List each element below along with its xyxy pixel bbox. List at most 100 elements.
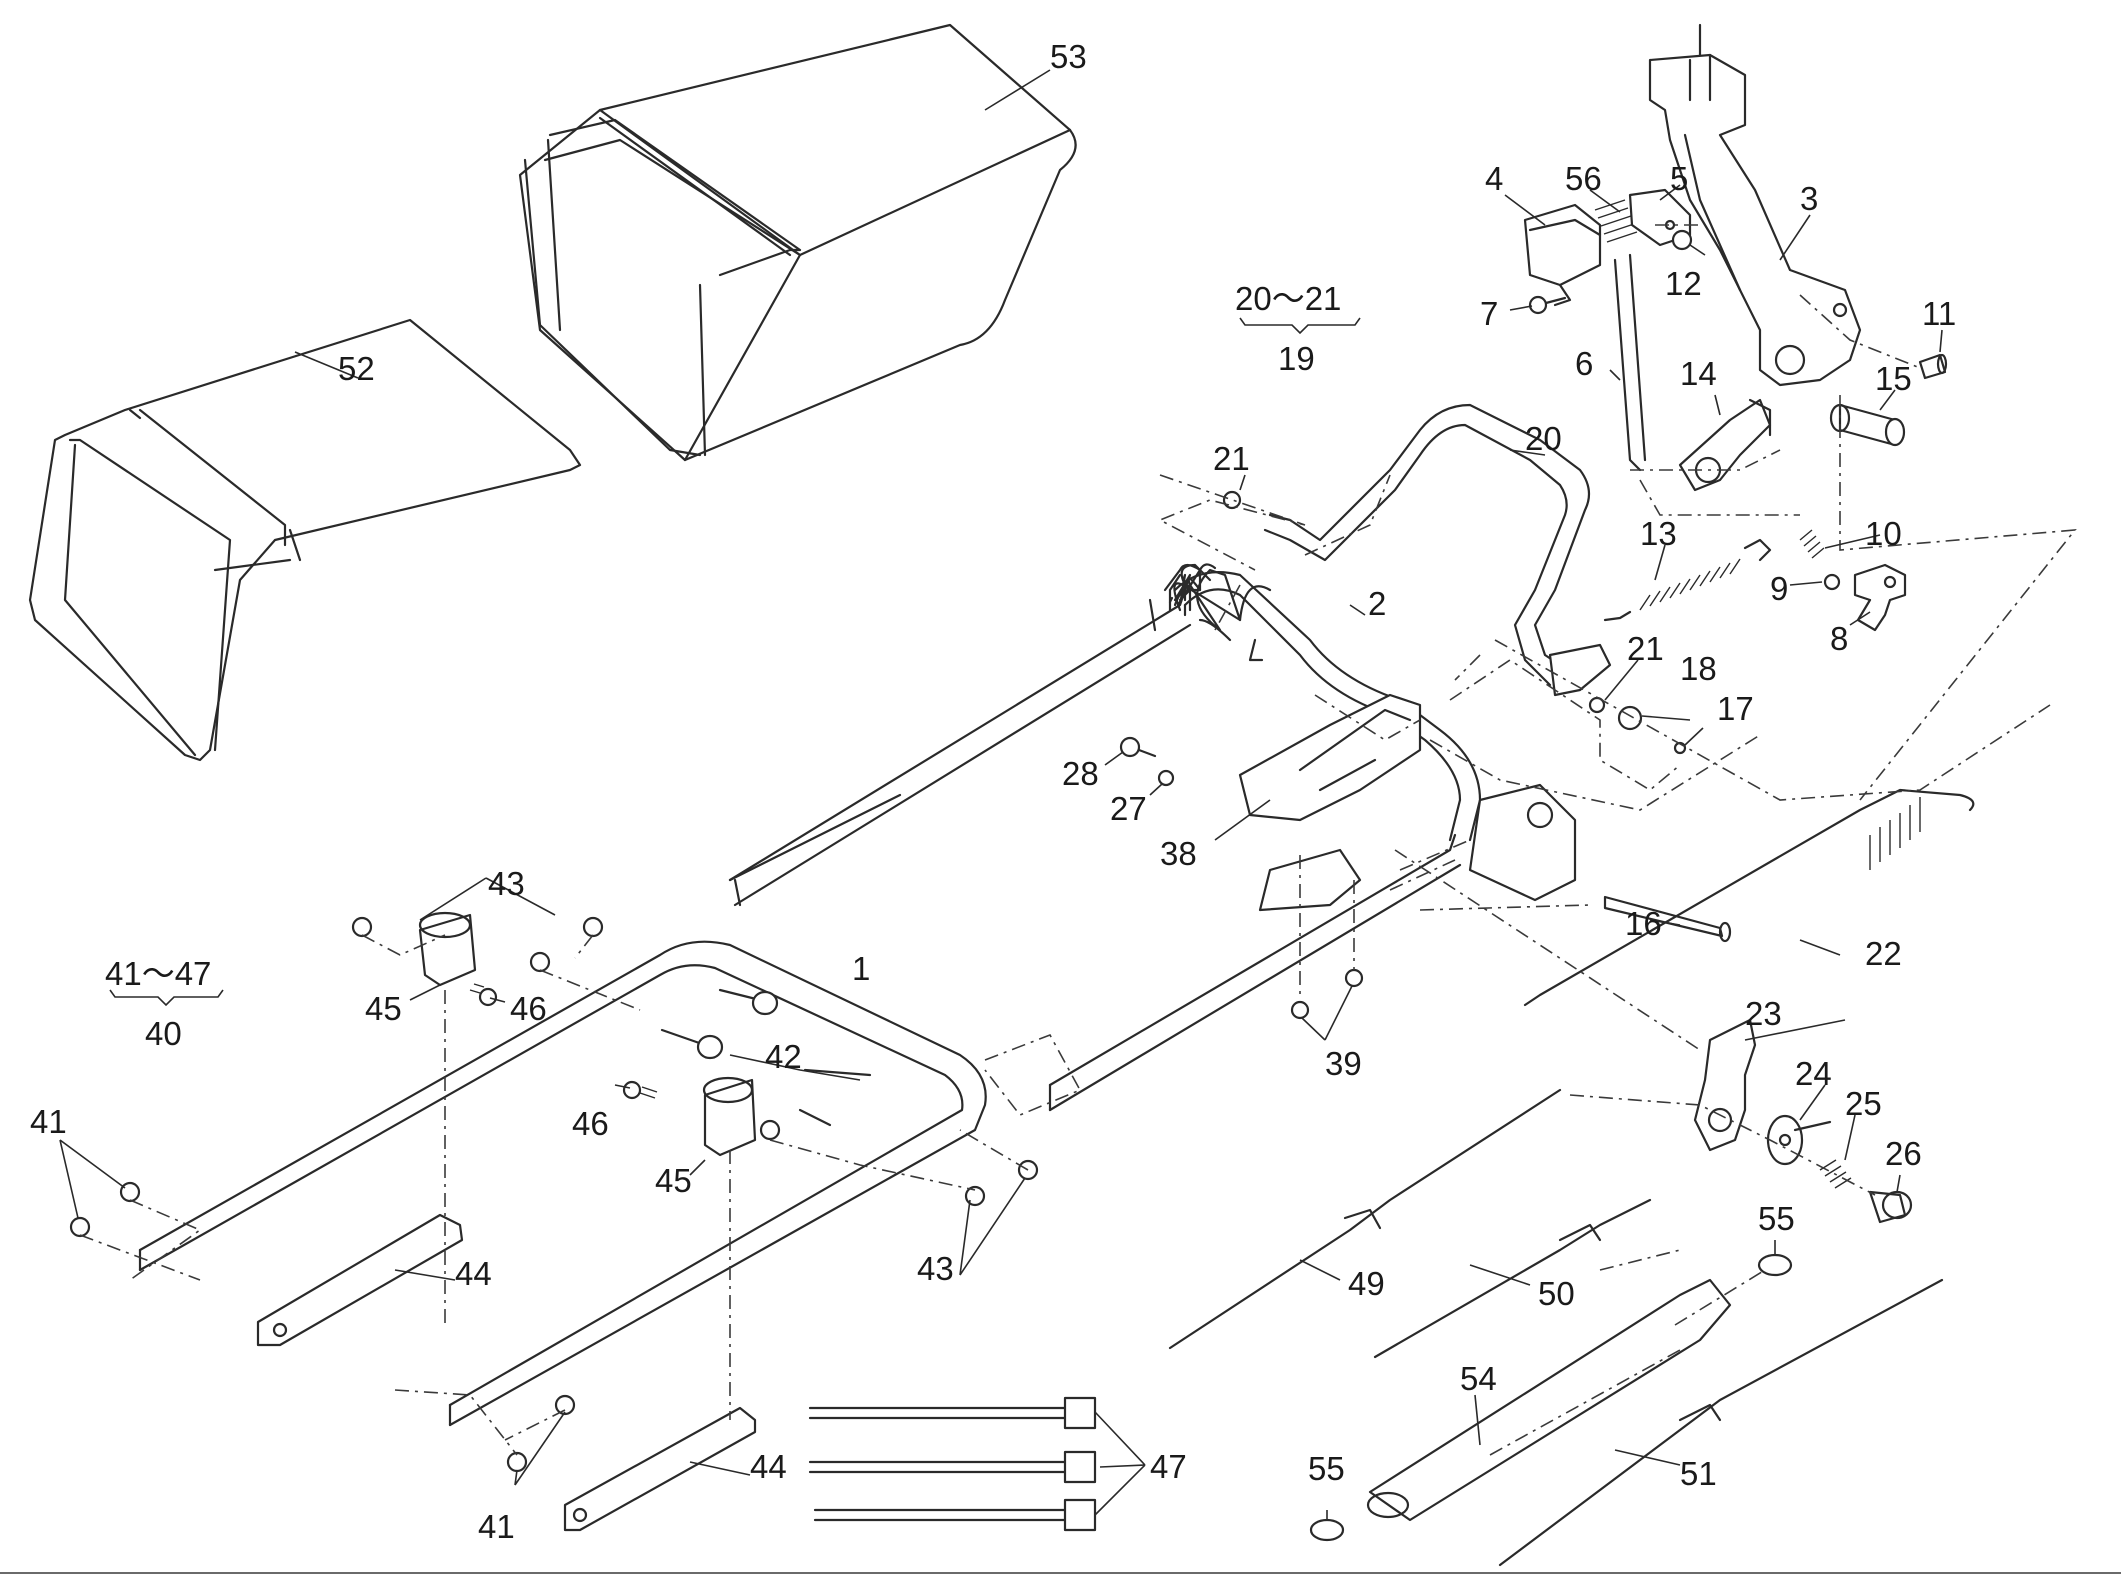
lower-handle-1	[138, 940, 987, 1427]
assembly-lines	[79, 224, 2077, 1456]
callout-50: 50	[1538, 1275, 1575, 1312]
callout-43b: 43	[917, 1250, 954, 1287]
bolt-16	[1603, 895, 1732, 943]
rod-6	[1613, 253, 1647, 472]
clamp-45b	[702, 1076, 757, 1157]
callout-3: 3	[1800, 180, 1818, 217]
callout-45a: 45	[365, 990, 402, 1027]
callout-41b: 41	[478, 1508, 515, 1545]
clamp-45a	[418, 911, 477, 987]
callout-43a: 43	[488, 865, 525, 902]
callout-22: 22	[1865, 935, 1902, 972]
lever-14	[1678, 398, 1772, 492]
callout-17: 17	[1717, 690, 1754, 727]
bag-frame	[523, 116, 802, 457]
group-range-40: 41～47	[105, 955, 211, 992]
callout-52: 52	[338, 350, 375, 387]
callout-21b: 21	[1627, 630, 1664, 667]
callout-44b: 44	[750, 1448, 787, 1485]
bag-support-frame-52	[28, 318, 582, 762]
callout-56: 56	[1565, 160, 1602, 197]
nut-43a	[351, 916, 373, 938]
bolt-46a	[469, 983, 498, 1007]
callout-26: 26	[1885, 1135, 1922, 1172]
washer-27	[1157, 769, 1175, 787]
callout-53: 53	[1050, 38, 1087, 75]
callout-44a: 44	[455, 1255, 492, 1292]
bolt-39a	[1290, 1000, 1310, 1020]
callout-49: 49	[1348, 1265, 1385, 1302]
nut-43d	[759, 1119, 781, 1141]
callout-11: 11	[1922, 295, 1956, 332]
brace-44a	[256, 1213, 464, 1347]
callout-42: 42	[765, 1038, 802, 1075]
callout-18: 18	[1680, 650, 1717, 687]
bolt-21a	[1222, 490, 1242, 510]
group-bracket-19	[1239, 317, 1361, 335]
callout-12: 12	[1665, 265, 1702, 302]
grass-bag-53	[518, 23, 1077, 462]
group-range-19: 20～21	[1235, 280, 1341, 317]
handle-lever-20	[1263, 403, 1612, 697]
spring-13	[1603, 538, 1772, 622]
callout-27: 27	[1110, 790, 1147, 827]
pin-11	[1918, 353, 1948, 380]
callout-23: 23	[1745, 995, 1782, 1032]
callout-46a: 46	[510, 990, 547, 1027]
pins-42	[660, 988, 872, 1127]
callout-14: 14	[1680, 355, 1717, 392]
bolt-26	[1868, 1190, 1913, 1224]
cable-49	[1168, 1088, 1562, 1350]
callout-40: 40	[145, 1015, 182, 1052]
leader-lines	[59, 69, 1943, 1520]
nut-9	[1823, 573, 1841, 591]
clamp-55a	[1757, 1253, 1793, 1277]
callout-54: 54	[1460, 1360, 1497, 1397]
knob-4	[1523, 203, 1602, 307]
callout-19: 19	[1278, 340, 1315, 377]
screw-7	[1528, 295, 1567, 315]
plate-24	[1766, 1114, 1832, 1166]
callout-7: 7	[1480, 295, 1498, 332]
washer-18	[1617, 705, 1643, 731]
bottom-rule	[0, 1572, 2121, 1574]
callout-39: 39	[1325, 1045, 1362, 1082]
washer-12	[1671, 229, 1693, 251]
callout-46b: 46	[572, 1105, 609, 1142]
callout-9: 9	[1770, 570, 1788, 607]
cable-ties-47	[808, 1396, 1097, 1532]
callout-4: 4	[1485, 160, 1503, 197]
nut-41a	[119, 1181, 141, 1203]
clamp-55b	[1309, 1518, 1345, 1542]
callout-5: 5	[1670, 160, 1688, 197]
brace-44b	[563, 1406, 757, 1532]
upper-handle-2	[728, 563, 1577, 1112]
cable-50	[1373, 1198, 1652, 1359]
latch-8	[1853, 563, 1907, 632]
bolt-39b	[1344, 968, 1364, 988]
bolt-28	[1119, 736, 1157, 758]
nut-41d	[506, 1451, 528, 1473]
callout-41a: 41	[30, 1103, 67, 1140]
callout-55b: 55	[1308, 1450, 1345, 1487]
nut-43c	[529, 951, 551, 973]
spring-25	[1819, 1159, 1852, 1189]
cable-51	[1498, 1278, 1944, 1567]
callout-51: 51	[1680, 1455, 1717, 1492]
spring-10	[1799, 529, 1825, 559]
callout-25: 25	[1845, 1085, 1882, 1122]
nut-41c	[554, 1394, 576, 1416]
callout-47: 47	[1150, 1448, 1187, 1485]
shift-cover-38	[1238, 693, 1422, 912]
group-bracket-40	[109, 989, 224, 1007]
callout-10: 10	[1865, 515, 1902, 552]
callout-16: 16	[1625, 905, 1662, 942]
callout-8: 8	[1830, 620, 1848, 657]
rod-22	[1523, 788, 1975, 1007]
bolt-46b	[622, 1080, 658, 1100]
callout-13: 13	[1640, 515, 1677, 552]
nut-41b	[69, 1216, 91, 1238]
callout-38: 38	[1160, 835, 1197, 872]
callout-24: 24	[1795, 1055, 1832, 1092]
